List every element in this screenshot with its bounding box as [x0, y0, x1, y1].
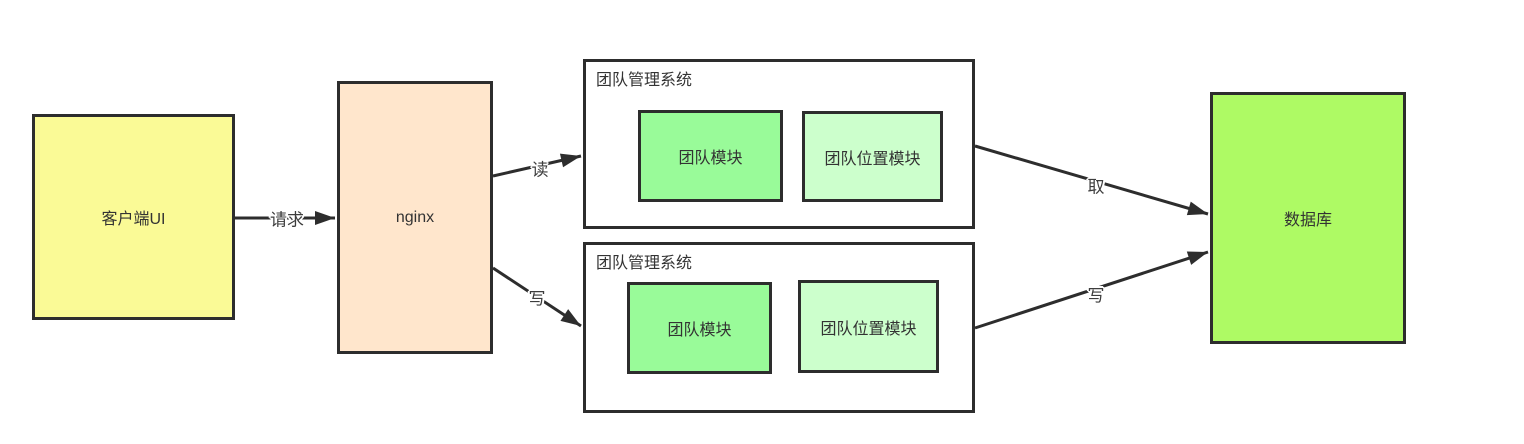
node-team-location-module: 团队位置模块 [798, 280, 939, 373]
node-team-module: 团队模块 [638, 110, 783, 202]
container-team-system-read-title: 团队管理系统 [596, 72, 693, 89]
edge-label-db-read: 取 [1087, 177, 1105, 197]
node-nginx: nginx [337, 81, 493, 354]
node-team-module: 团队模块 [627, 282, 772, 374]
edge-label-db-write: 写 [1087, 286, 1105, 306]
node-team-location-module: 团队位置模块 [802, 111, 943, 202]
edge-label-read: 读 [531, 160, 549, 180]
node-team-module-label: 团队模块 [678, 150, 743, 167]
container-team-system-read: 团队管理系统 团队模块 团队位置模块 [583, 59, 975, 229]
edge-label-request: 请求 [270, 210, 304, 230]
node-database-label: 数据库 [1283, 212, 1332, 229]
node-database: 数据库 [1210, 92, 1406, 344]
container-team-system-write-title: 团队管理系统 [596, 255, 693, 272]
node-client-ui: 客户端UI [32, 114, 235, 320]
node-team-location-module-label: 团队位置模块 [824, 150, 921, 168]
container-team-system-write: 团队管理系统 团队模块 团队位置模块 [583, 242, 975, 413]
edge-label-write: 写 [528, 289, 546, 309]
node-team-location-module-label: 团队位置模块 [820, 320, 917, 338]
node-client-ui-label: 客户端UI [101, 211, 166, 228]
node-nginx-label: nginx [395, 208, 435, 226]
node-team-module-label: 团队模块 [667, 322, 732, 339]
